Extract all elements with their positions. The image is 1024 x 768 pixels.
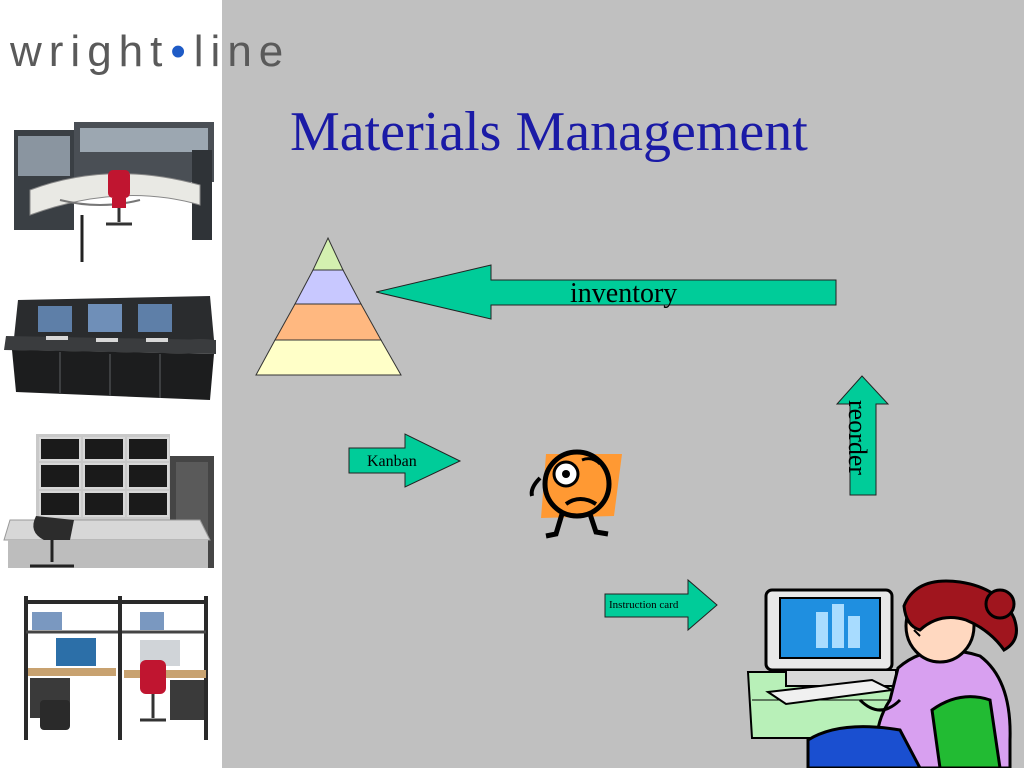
lab-bench-icon	[10, 586, 216, 748]
logo-word-right: line	[193, 27, 291, 76]
wright-line-logo: wright•line	[10, 30, 290, 74]
pyramid-tier-2	[294, 269, 362, 305]
console-desk-icon	[0, 290, 222, 410]
workstation-icon	[10, 118, 216, 266]
pyramid-tier-4	[255, 339, 402, 376]
kanban-label: Kanban	[367, 453, 417, 470]
slide-title: Materials Management	[290, 101, 808, 163]
pyramid-tier-1	[312, 236, 344, 271]
reorder-label: reorder	[843, 400, 872, 476]
logo-dot: •	[170, 27, 193, 76]
instruction-card-label: Instruction card	[609, 599, 679, 611]
reorder-arrow	[835, 375, 890, 496]
monitor-wall-icon	[0, 430, 222, 576]
sidebar-photos	[0, 118, 222, 748]
inventory-pyramid	[255, 236, 402, 376]
person-at-computer-icon	[746, 579, 1018, 768]
pyramid-tier-3	[274, 303, 382, 341]
sidebar: wright•line	[0, 0, 283, 768]
logo-word-left: wright	[10, 27, 170, 76]
worried-character-icon	[529, 449, 622, 539]
instruction-card-arrow	[604, 578, 718, 632]
inventory-arrow	[375, 264, 837, 320]
inventory-label: inventory	[570, 278, 678, 309]
kanban-arrow	[348, 433, 462, 488]
